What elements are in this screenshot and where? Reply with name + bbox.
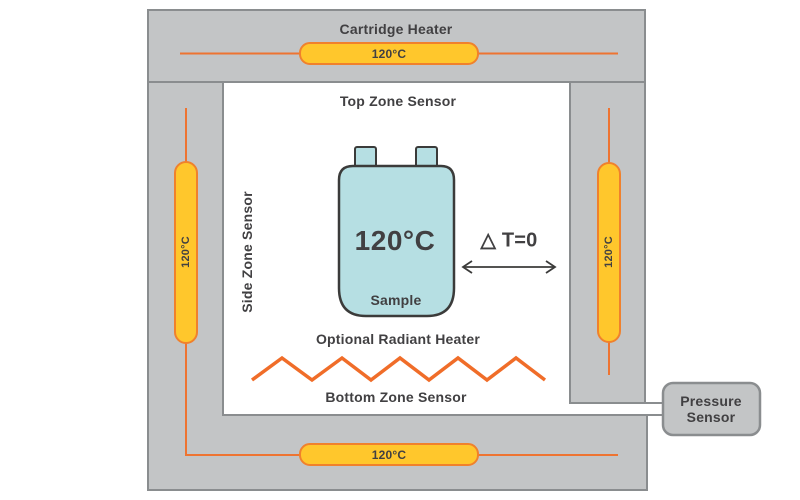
radiant-heater-label: Optional Radiant Heater bbox=[315, 331, 481, 347]
cartridge-heater-label: Cartridge Heater bbox=[339, 21, 453, 37]
pressure-sensor-box bbox=[661, 381, 762, 437]
left-heater-temp: 120°C bbox=[180, 236, 192, 268]
side-zone-sensor-label: Side Zone Sensor bbox=[239, 191, 255, 313]
top-heater-temp: 120°C bbox=[371, 47, 407, 61]
top-heater-pill bbox=[299, 42, 479, 65]
sample-temp: 120°C bbox=[354, 225, 436, 256]
pressure-sensor-label: Pressure Sensor bbox=[680, 392, 742, 425]
right-heater-pill bbox=[597, 162, 621, 343]
bottom-heater-pill bbox=[299, 443, 479, 466]
left-heater-pill bbox=[174, 161, 198, 344]
radiant-heater-zigzag bbox=[250, 355, 547, 383]
sample-label: Sample bbox=[370, 292, 422, 308]
sample-vessel-body bbox=[337, 164, 456, 318]
top-zone-sensor-label: Top Zone Sensor bbox=[339, 93, 457, 109]
bottom-heater-temp: 120°C bbox=[371, 448, 407, 462]
bottom-zone-sensor-label: Bottom Zone Sensor bbox=[325, 389, 467, 405]
right-heater-temp: 120°C bbox=[603, 236, 615, 268]
delta-arrow bbox=[461, 260, 557, 274]
delta-t-label: △ T=0 bbox=[480, 229, 538, 252]
